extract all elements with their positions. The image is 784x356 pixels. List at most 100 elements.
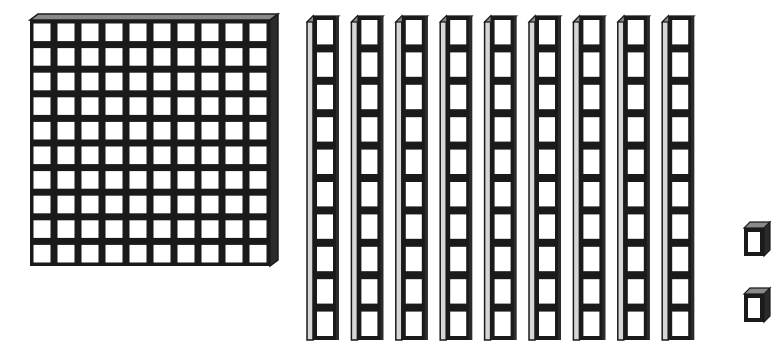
hundred-flat-cell	[82, 147, 99, 165]
hundred-flat-cell	[226, 171, 243, 189]
hundred-flat-cell	[106, 220, 123, 238]
hundred-flat-cell	[106, 48, 123, 66]
hundred-flat-cell	[202, 73, 219, 91]
hundred-flat-cell	[106, 24, 123, 42]
ten-rod-cell	[672, 182, 688, 206]
one-cube	[744, 288, 770, 322]
ten-rod-cell	[361, 182, 377, 206]
hundred-flat-cell	[130, 97, 147, 115]
hundred-flat-cell	[178, 171, 195, 189]
hundred-flat-cell	[226, 147, 243, 165]
hundred-flat-cell	[154, 245, 171, 263]
hundred-flat-cell	[154, 73, 171, 91]
hundred-flat-cell	[82, 24, 99, 42]
ten-rod-cell	[495, 52, 511, 76]
ten-rod-cell	[495, 279, 511, 303]
hundred-flat-cell	[58, 196, 75, 214]
hundred-flat-cell	[154, 220, 171, 238]
hundred-flat-cell	[58, 97, 75, 115]
ten-rod-cell	[628, 85, 644, 109]
hundred-flat-cell	[34, 24, 51, 42]
hundred-flat-cell	[58, 24, 75, 42]
ten-rod-cell	[539, 117, 555, 141]
hundred-flat-cell	[58, 171, 75, 189]
ten-rod-cell	[317, 182, 333, 206]
ten-rod-cell	[450, 117, 466, 141]
hundred-flat-cell	[130, 220, 147, 238]
hundred-flat-cell	[226, 73, 243, 91]
hundred-flat-cell	[250, 147, 267, 165]
hundred-flat-cell	[130, 245, 147, 263]
hundred-flat-cell	[106, 97, 123, 115]
ten-rod-cell	[672, 150, 688, 174]
hundred-flat-cell	[178, 122, 195, 140]
hundred-flat-cell	[226, 122, 243, 140]
ten-rod-cell	[628, 279, 644, 303]
hundred-flat-cell	[226, 97, 243, 115]
hundred-flat-cell	[250, 97, 267, 115]
hundred-flat-cell	[34, 48, 51, 66]
ten-rod-cell	[361, 20, 377, 44]
ten-rod-cell	[628, 52, 644, 76]
ten-rod-cell	[628, 182, 644, 206]
ten-rod-cell	[317, 150, 333, 174]
ten-rod-cell	[361, 247, 377, 271]
ten-rod-cell	[539, 312, 555, 336]
hundred-flat	[30, 14, 278, 266]
ten-rod-cell	[361, 52, 377, 76]
hundred-flat-cell	[58, 147, 75, 165]
ten-rod-cell	[406, 85, 422, 109]
hundred-flat-cell	[178, 245, 195, 263]
ten-rod-cell	[495, 214, 511, 238]
ten-rod-cell	[628, 247, 644, 271]
ten-rod-cell	[406, 247, 422, 271]
ten-rod-cell	[361, 279, 377, 303]
hundred-flat-cell	[250, 196, 267, 214]
hundred-flat-cell	[154, 147, 171, 165]
hundred-flat-cell	[34, 73, 51, 91]
ten-rod-cell	[450, 150, 466, 174]
ten-rod-cell	[539, 247, 555, 271]
hundred-flat-cell	[130, 122, 147, 140]
ten-rod-cell	[583, 85, 599, 109]
ten-rod-cell	[317, 117, 333, 141]
ten-rod-cell	[406, 182, 422, 206]
hundred-flat-cell	[106, 245, 123, 263]
hundred-flat-cell	[226, 220, 243, 238]
ten-rod-cell	[450, 312, 466, 336]
ten-rod	[529, 16, 561, 340]
ten-rod-cell	[406, 312, 422, 336]
ten-rod-cell	[628, 312, 644, 336]
ten-rod-cell	[361, 150, 377, 174]
hundred-flat-cell	[202, 245, 219, 263]
ten-rod-cell	[539, 85, 555, 109]
hundred-flat-cell	[130, 48, 147, 66]
hundred-flat-cell	[154, 48, 171, 66]
hundred-flat-cell	[226, 245, 243, 263]
hundred-flat-cell	[178, 73, 195, 91]
ten-rod-cell	[539, 279, 555, 303]
hundreds-flats	[30, 14, 278, 266]
ten-rod-cell	[583, 312, 599, 336]
ten-rod-cell	[317, 214, 333, 238]
ten-rod	[618, 16, 650, 340]
hundred-flat-cell	[82, 97, 99, 115]
ten-rod-cell	[317, 52, 333, 76]
ten-rod	[396, 16, 428, 340]
ten-rod-cell	[628, 214, 644, 238]
ten-rod-cell	[539, 52, 555, 76]
hundred-flat-cell	[130, 147, 147, 165]
ten-rod-cell	[317, 85, 333, 109]
ten-rod-cell	[672, 214, 688, 238]
hundred-flat-cell	[82, 122, 99, 140]
hundred-flat-cell	[178, 24, 195, 42]
hundred-flat-cell	[202, 220, 219, 238]
ten-rod-cell	[583, 117, 599, 141]
hundred-flat-cell	[202, 147, 219, 165]
ten-rod-cell	[361, 117, 377, 141]
ten-rod-cell	[317, 279, 333, 303]
hundred-flat-cell	[82, 245, 99, 263]
hundred-flat-cell	[106, 73, 123, 91]
hundred-flat-cell	[58, 122, 75, 140]
